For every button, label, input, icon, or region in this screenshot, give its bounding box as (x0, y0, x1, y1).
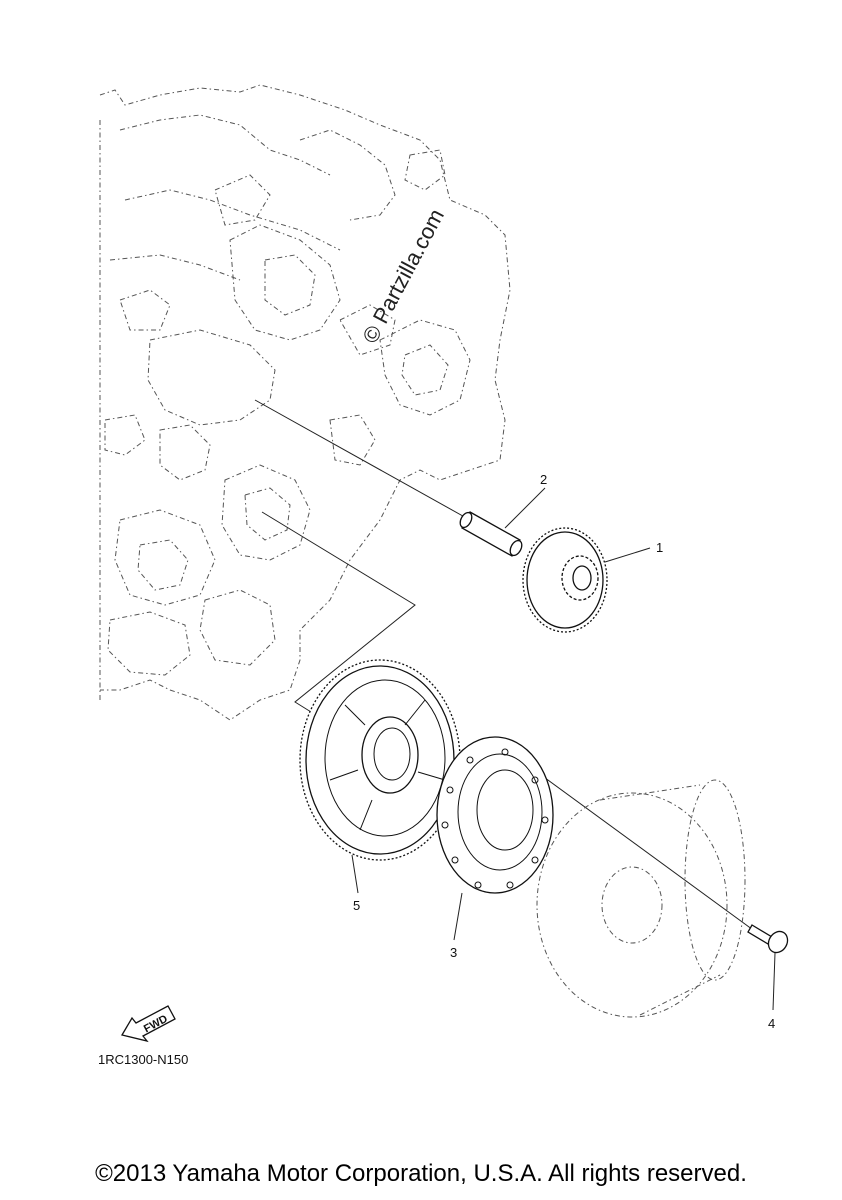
callout-3: 3 (450, 945, 457, 960)
callout-2: 2 (540, 472, 547, 487)
copyright-notice: ©2013 Yamaha Motor Corporation, U.S.A. A… (95, 1160, 747, 1187)
bolt-part (747, 924, 789, 954)
callout-5: 5 (353, 898, 360, 913)
flywheel-rotor-outline (536, 779, 746, 1018)
partzilla-watermark: © Partzilla.com (357, 205, 449, 348)
callout-leaders (351, 487, 776, 1011)
clutch-roller-holes (441, 748, 549, 889)
starter-clutch-gear-part (299, 659, 461, 861)
callout-1: 1 (656, 540, 663, 555)
callout-4: 4 (768, 1016, 775, 1031)
forward-direction-arrow-icon: FWD (120, 1005, 176, 1043)
diagram-code: 1RC1300-N150 (98, 1052, 189, 1067)
one-way-clutch-part (436, 736, 554, 894)
idler-gear-part (522, 527, 608, 633)
engine-crankcase-outline (99, 84, 511, 721)
fwd-label: FWD (142, 1013, 170, 1035)
dowel-pin-part (459, 511, 523, 557)
